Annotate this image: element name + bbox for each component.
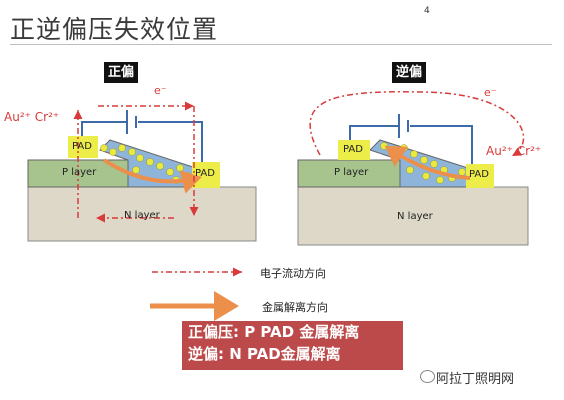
legend-electron-text: 电子流动方向 [260,267,326,280]
ions-label: Au²⁺ Cr²⁺ [486,144,542,158]
electron-flow-loop [309,91,525,157]
pad-left [68,136,98,158]
page-title: 正逆偏压失效位置 [10,15,219,44]
pad-right [466,164,494,188]
pad-left-label: PAD [343,144,363,155]
left-panel [27,101,257,242]
pad-right-label: PAD [195,168,215,179]
right-panel [297,91,529,246]
pad-left-label: PAD [72,141,92,152]
n-layer [27,186,257,242]
page-number: 4 [424,6,430,16]
summary-line-2: 逆偏: N PAD金属解离 [188,345,341,363]
metal-flow-arrow [102,158,202,194]
p-layer [297,159,401,188]
electron-label: e⁻ [154,84,167,97]
summary-box: 正偏压: P PAD 金属解离 逆偏: N PAD金属解离 [182,321,403,370]
p-layer-label: P layer [334,167,369,178]
p-layer-label: P layer [62,167,97,178]
circuit-wire [138,121,203,164]
pad-left [338,140,370,160]
n-layer [297,186,529,246]
reverse-bias-label: 逆偏 [392,62,427,83]
n-layer-label: N layer [124,210,160,221]
summary-line-1: 正偏压: P PAD 金属解离 [188,323,360,341]
watermark: 阿拉丁照明网 [436,372,515,387]
forward-bias-label: 正偏 [104,62,139,83]
title-divider [10,44,552,45]
circuit-wire [349,125,398,142]
metal-flow-arrow [384,145,471,180]
ions-label: Au²⁺ Cr²⁺ [4,110,60,124]
circuit-wire [81,121,126,136]
electron-label: e⁻ [484,86,497,99]
wechat-icon [420,370,435,383]
circuit-wire [410,125,473,164]
pad-right-label: PAD [469,169,489,180]
legend-metal-text: 金属解离方向 [262,301,328,314]
n-layer-label: N layer [397,211,433,222]
